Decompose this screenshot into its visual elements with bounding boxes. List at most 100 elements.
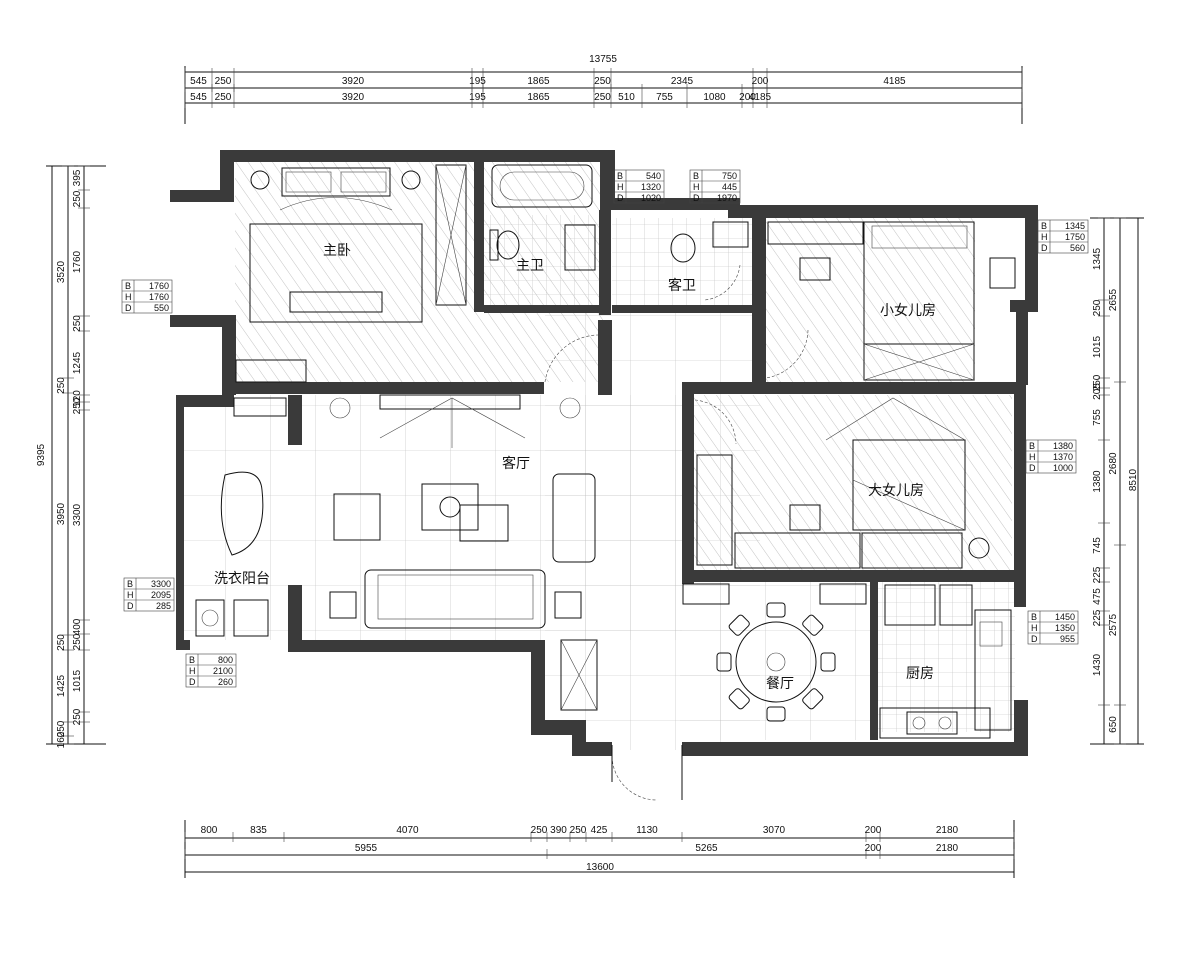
- top-dim-label: 3920: [342, 76, 365, 87]
- top-dim-label: 545: [190, 92, 207, 103]
- coffee-table: [421, 483, 479, 531]
- lamp-icon: [250, 170, 270, 190]
- top-dim-label: 1865: [527, 76, 550, 87]
- spec-tag-value: 1380: [1053, 441, 1073, 451]
- left-dim-label: 1245: [72, 351, 83, 374]
- sofa: [364, 569, 546, 629]
- dining-table: [735, 621, 817, 703]
- right-dim-label: 225: [1092, 609, 1103, 626]
- top-dim-label: 4185: [883, 76, 906, 87]
- bottom-dim-label: 3070: [763, 825, 786, 836]
- furniture: [195, 164, 1016, 801]
- label-small-daughter-room: 小女儿房: [880, 302, 936, 319]
- right-dim-label: 1015: [1092, 335, 1103, 358]
- dining-chair: [766, 706, 786, 722]
- spec-tag-key: B: [189, 655, 195, 665]
- label-big-daughter-room: 大女儿房: [868, 482, 924, 499]
- walls: [170, 150, 1038, 756]
- spec-tag-value: 1370: [1053, 452, 1073, 462]
- spec-tag-key: H: [189, 666, 196, 676]
- bottom-dim-label: 2180: [936, 843, 959, 854]
- spec-tag-key: D: [1031, 634, 1038, 644]
- label-guest-bath: 客卫: [668, 277, 696, 294]
- top-dim-label: 250: [215, 76, 232, 87]
- left-dim-label: 3950: [56, 502, 67, 525]
- lamp-icon: [401, 170, 421, 190]
- spec-tag-value: 3300: [151, 579, 171, 589]
- top-dim-label: 195: [469, 76, 486, 87]
- spec-tag-key: B: [1029, 441, 1035, 451]
- left-dim-label: 400: [72, 618, 83, 635]
- label-master-bath: 主卫: [516, 258, 544, 274]
- top-dim-label: 545: [190, 76, 207, 87]
- bottom-dim-label: 2180: [936, 825, 959, 836]
- spec-tag-key: D: [1041, 243, 1048, 253]
- spec-tag-key: D: [125, 303, 132, 313]
- left-dim-label: 120: [72, 390, 83, 407]
- spec-tag-value: 1970: [717, 193, 737, 203]
- left-dim-label: 1015: [72, 669, 83, 692]
- door-swing: [765, 329, 809, 379]
- left-dim-label: 250: [56, 634, 67, 651]
- toilet-icon: [670, 233, 696, 263]
- spec-tag-value: 1320: [641, 182, 661, 192]
- stove-icon: [906, 711, 958, 735]
- spec-tag-key: H: [1031, 623, 1038, 633]
- bottom-dim-label: 5955: [355, 843, 378, 854]
- sink-icon: [712, 221, 749, 248]
- left-dim-label: 250: [72, 633, 83, 650]
- spec-tag-key: D: [189, 677, 196, 687]
- left-dim-label: 1760: [72, 250, 83, 273]
- spec-tag-key: D: [127, 601, 134, 611]
- spec-tag-key: D: [617, 193, 624, 203]
- top-dim-label: 200: [752, 76, 769, 87]
- right-dim-label: 2655: [1108, 288, 1119, 311]
- bottom-dim-label: 200: [865, 825, 882, 836]
- spec-tag-value: 2100: [213, 666, 233, 676]
- spec-tag-value: 800: [218, 655, 233, 665]
- dining-chair: [728, 688, 750, 710]
- bottom-dim-label: 4070: [396, 825, 419, 836]
- right-dim-label: 1345: [1092, 247, 1103, 270]
- bottom-dim-label: 200: [865, 843, 882, 854]
- spec-tag-value: 560: [1070, 243, 1085, 253]
- spec-tag-key: D: [693, 193, 700, 203]
- dining-chair: [820, 652, 836, 672]
- left-dim-label: 250: [56, 377, 67, 394]
- top-dim-label: 3920: [342, 92, 365, 103]
- sink-icon: [564, 224, 596, 271]
- label-kitchen: 厨房: [906, 666, 934, 682]
- left-dimension-lines: 9395352025039502501425250160395250176025…: [36, 165, 106, 748]
- top-dim-label: 1080: [703, 92, 726, 103]
- door-swing: [544, 334, 599, 383]
- spec-tag-value: 955: [1060, 634, 1075, 644]
- spec-tag-value: 1020: [641, 193, 661, 203]
- dining-chair: [802, 688, 824, 710]
- left-dim-label: 9395: [36, 443, 47, 466]
- spec-tag-value: 1760: [149, 292, 169, 302]
- top-dim-label: 1865: [527, 92, 550, 103]
- bottom-dim-label: 800: [201, 825, 218, 836]
- left-dim-label: 3300: [72, 503, 83, 526]
- right-dim-label: 475: [1092, 588, 1103, 605]
- spec-tag-value: 1760: [149, 281, 169, 291]
- left-dim-label: 250: [72, 190, 83, 207]
- dining-chair: [766, 602, 786, 618]
- right-dim-label: 250: [1092, 299, 1103, 316]
- right-dimension-lines: 8510265526802575650134525010152502057551…: [1090, 217, 1144, 745]
- bottom-dim-label: 1130: [636, 825, 658, 836]
- spec-tag-key: H: [127, 590, 134, 600]
- top-dim-label: 250: [594, 92, 611, 103]
- top-total-dim: 13755: [589, 54, 617, 65]
- top-dim-label: 4185: [749, 92, 772, 103]
- plant-icon: [559, 397, 581, 419]
- bottom-dim-label: 5265: [695, 843, 718, 854]
- right-dim-label: 755: [1092, 409, 1103, 426]
- spec-tag-key: B: [693, 171, 699, 181]
- spec-tag-key: B: [1031, 612, 1037, 622]
